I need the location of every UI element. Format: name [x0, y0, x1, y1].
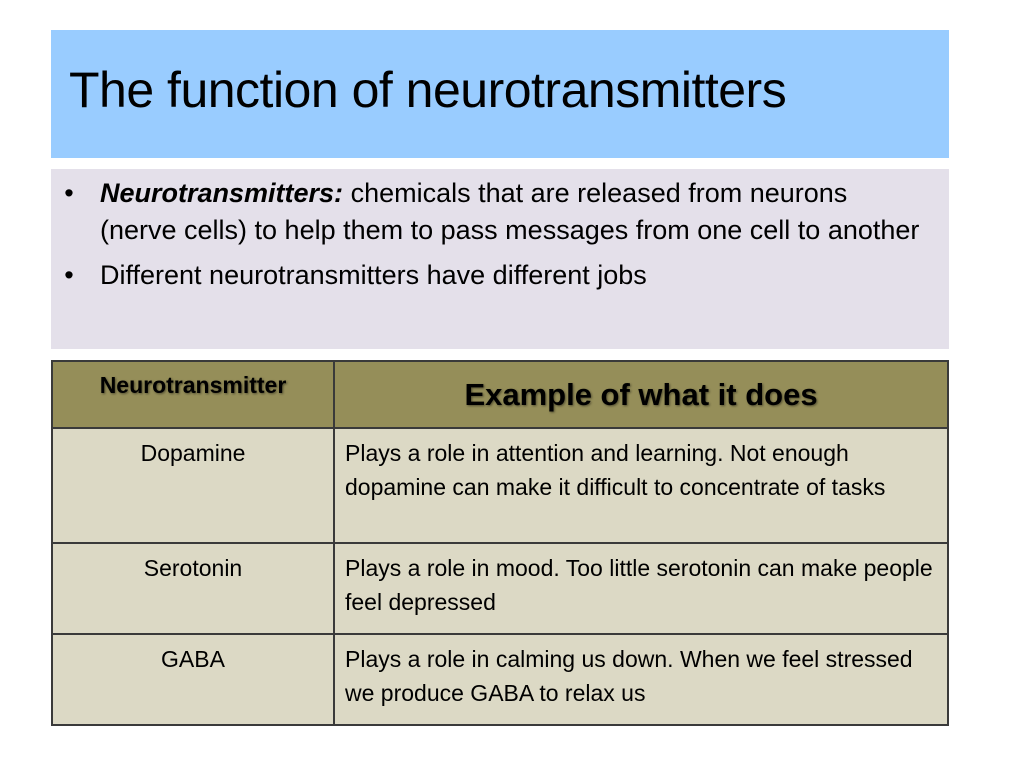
slide-title: The function of neurotransmitters	[69, 62, 787, 118]
neurotransmitter-table: Neurotransmitter Example of what it does…	[51, 360, 949, 726]
bullet-icon: •	[64, 178, 74, 208]
table-row: Serotonin Plays a role in mood. Too litt…	[51, 542, 949, 635]
table-row: Dopamine Plays a role in attention and l…	[51, 427, 949, 544]
bullet-icon: •	[64, 260, 74, 290]
bullet-text: chemicals that are released from neurons…	[100, 178, 920, 245]
header-example: Example of what it does	[333, 360, 949, 429]
cell-description: Plays a role in calming us down. When we…	[333, 633, 949, 726]
bullet-list: • Neurotransmitters: chemicals that are …	[59, 175, 929, 302]
table-row: GABA Plays a role in calming us down. Wh…	[51, 633, 949, 726]
title-banner: The function of neurotransmitters	[51, 30, 949, 158]
bullet-item-definition: • Neurotransmitters: chemicals that are …	[59, 175, 929, 249]
bullet-content-box: • Neurotransmitters: chemicals that are …	[51, 169, 949, 349]
bullet-item-jobs: • Different neurotransmitters have diffe…	[59, 257, 929, 294]
cell-name: Dopamine	[51, 427, 335, 544]
bullet-text: Different neurotransmitters have differe…	[100, 260, 647, 290]
table-header-row: Neurotransmitter Example of what it does	[51, 360, 949, 429]
cell-name: Serotonin	[51, 542, 335, 635]
cell-description: Plays a role in attention and learning. …	[333, 427, 949, 544]
header-neurotransmitter: Neurotransmitter	[51, 360, 335, 429]
cell-name: GABA	[51, 633, 335, 726]
cell-description: Plays a role in mood. Too little seroton…	[333, 542, 949, 635]
bullet-term: Neurotransmitters:	[100, 178, 344, 208]
